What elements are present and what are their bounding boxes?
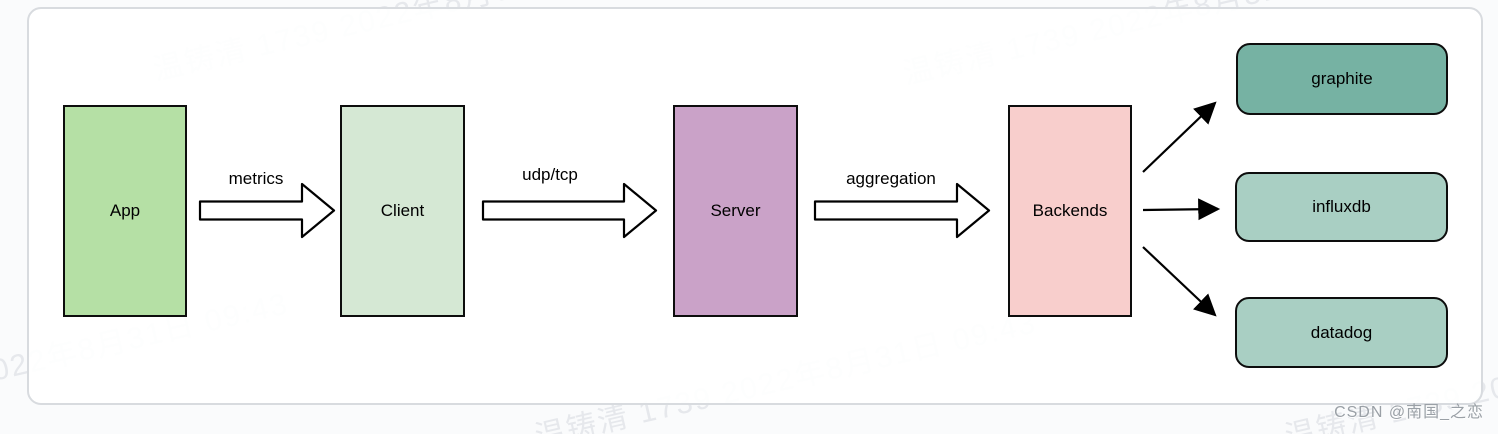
node-server-label: Server [710,201,761,220]
node-graphite-label: graphite [1311,69,1373,88]
arrow-to-graphite [1142,101,1217,173]
block-arrow-metrics [198,182,336,239]
node-client: Client [340,105,465,317]
node-client-label: Client [380,201,425,220]
node-backends: Backends [1008,105,1132,317]
node-influxdb: influxdb [1235,172,1448,242]
block-arrow-udp-tcp [481,182,658,239]
node-app-label: App [109,201,141,220]
node-datadog: datadog [1235,297,1448,368]
node-server: Server [673,105,798,317]
block-arrow-aggregation [813,182,991,239]
node-graphite: graphite [1236,43,1448,115]
edge-label-aggregation: aggregation [846,169,936,188]
edge-label-udp-tcp: udp/tcp [522,165,578,184]
node-datadog-label: datadog [1310,322,1373,342]
arrow-to-influxdb [1142,198,1221,221]
arrow-to-datadog [1142,246,1217,317]
edge-label-metrics: metrics [228,169,284,188]
node-backends-label: Backends [1032,201,1108,220]
csdn-credit: CSDN @南国_之恋 [1334,404,1484,421]
node-influxdb-label: influxdb [1312,197,1371,216]
node-app: App [63,105,187,317]
